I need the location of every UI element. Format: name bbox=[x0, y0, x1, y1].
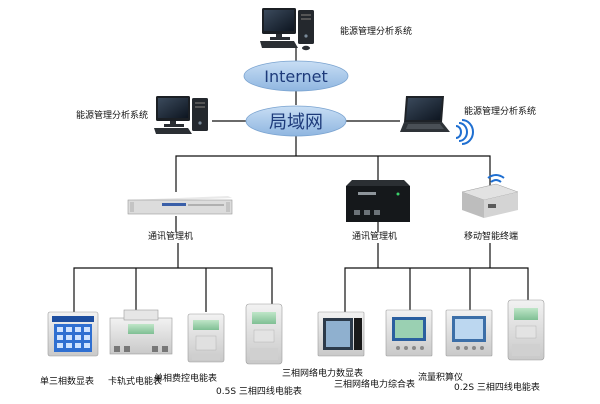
laptop-icon bbox=[400, 96, 450, 132]
gateway-1-label: 通讯管理机 bbox=[148, 232, 194, 242]
single-phase-meter-icon bbox=[187, 313, 225, 363]
lan-cloud: 局域网 bbox=[245, 105, 347, 137]
meter-7-label: 流量积算仪 bbox=[418, 373, 464, 383]
meter-5-label: 三相网络电力数显表 bbox=[282, 369, 364, 379]
network-display-meter-icon bbox=[317, 311, 365, 357]
internet-label: Internet bbox=[264, 67, 328, 86]
meter-4-label: 0.5S 三相四线电能表 bbox=[216, 387, 302, 397]
digital-meter-icon bbox=[47, 311, 99, 357]
wire-left-meter-bus bbox=[73, 267, 273, 312]
meter-3-label: 单相费控电能表 bbox=[154, 374, 218, 384]
flow-totalizer-icon bbox=[445, 309, 493, 357]
desktop-computer-icon bbox=[260, 8, 314, 51]
top-system-label: 能源管理分析系统 bbox=[340, 27, 413, 37]
left-system-label: 能源管理分析系统 bbox=[76, 111, 149, 121]
three-phase-meter-icon bbox=[507, 299, 545, 361]
meter-2-label: 卡轨式电能表 bbox=[108, 377, 163, 387]
meter-8-label: 0.2S 三相四线电能表 bbox=[454, 383, 540, 393]
communication-box-icon bbox=[346, 180, 410, 222]
connection-lines bbox=[73, 48, 529, 312]
internet-cloud: Internet bbox=[243, 60, 349, 92]
desktop-computer-icon bbox=[154, 96, 208, 134]
meter-1-label: 单三相数显表 bbox=[40, 377, 95, 387]
lan-label: 局域网 bbox=[269, 112, 323, 133]
three-phase-meter-icon bbox=[245, 303, 283, 365]
right-system-label: 能源管理分析系统 bbox=[464, 107, 537, 117]
wire-right-meter-bus bbox=[344, 267, 529, 312]
wifi-icon bbox=[455, 119, 474, 145]
rack-switch-icon bbox=[127, 196, 233, 215]
din-rail-meter-icon bbox=[109, 309, 173, 355]
gateway-3-label: 移动智能终端 bbox=[464, 232, 519, 242]
comprehensive-meter-icon bbox=[385, 309, 433, 357]
wire-gateway-bus bbox=[175, 155, 491, 192]
gateway-2-label: 通讯管理机 bbox=[352, 232, 398, 242]
meter-6-label: 三相网络电力综合表 bbox=[334, 380, 416, 390]
wifi-icon bbox=[487, 174, 505, 183]
wireless-terminal-icon bbox=[461, 174, 519, 218]
